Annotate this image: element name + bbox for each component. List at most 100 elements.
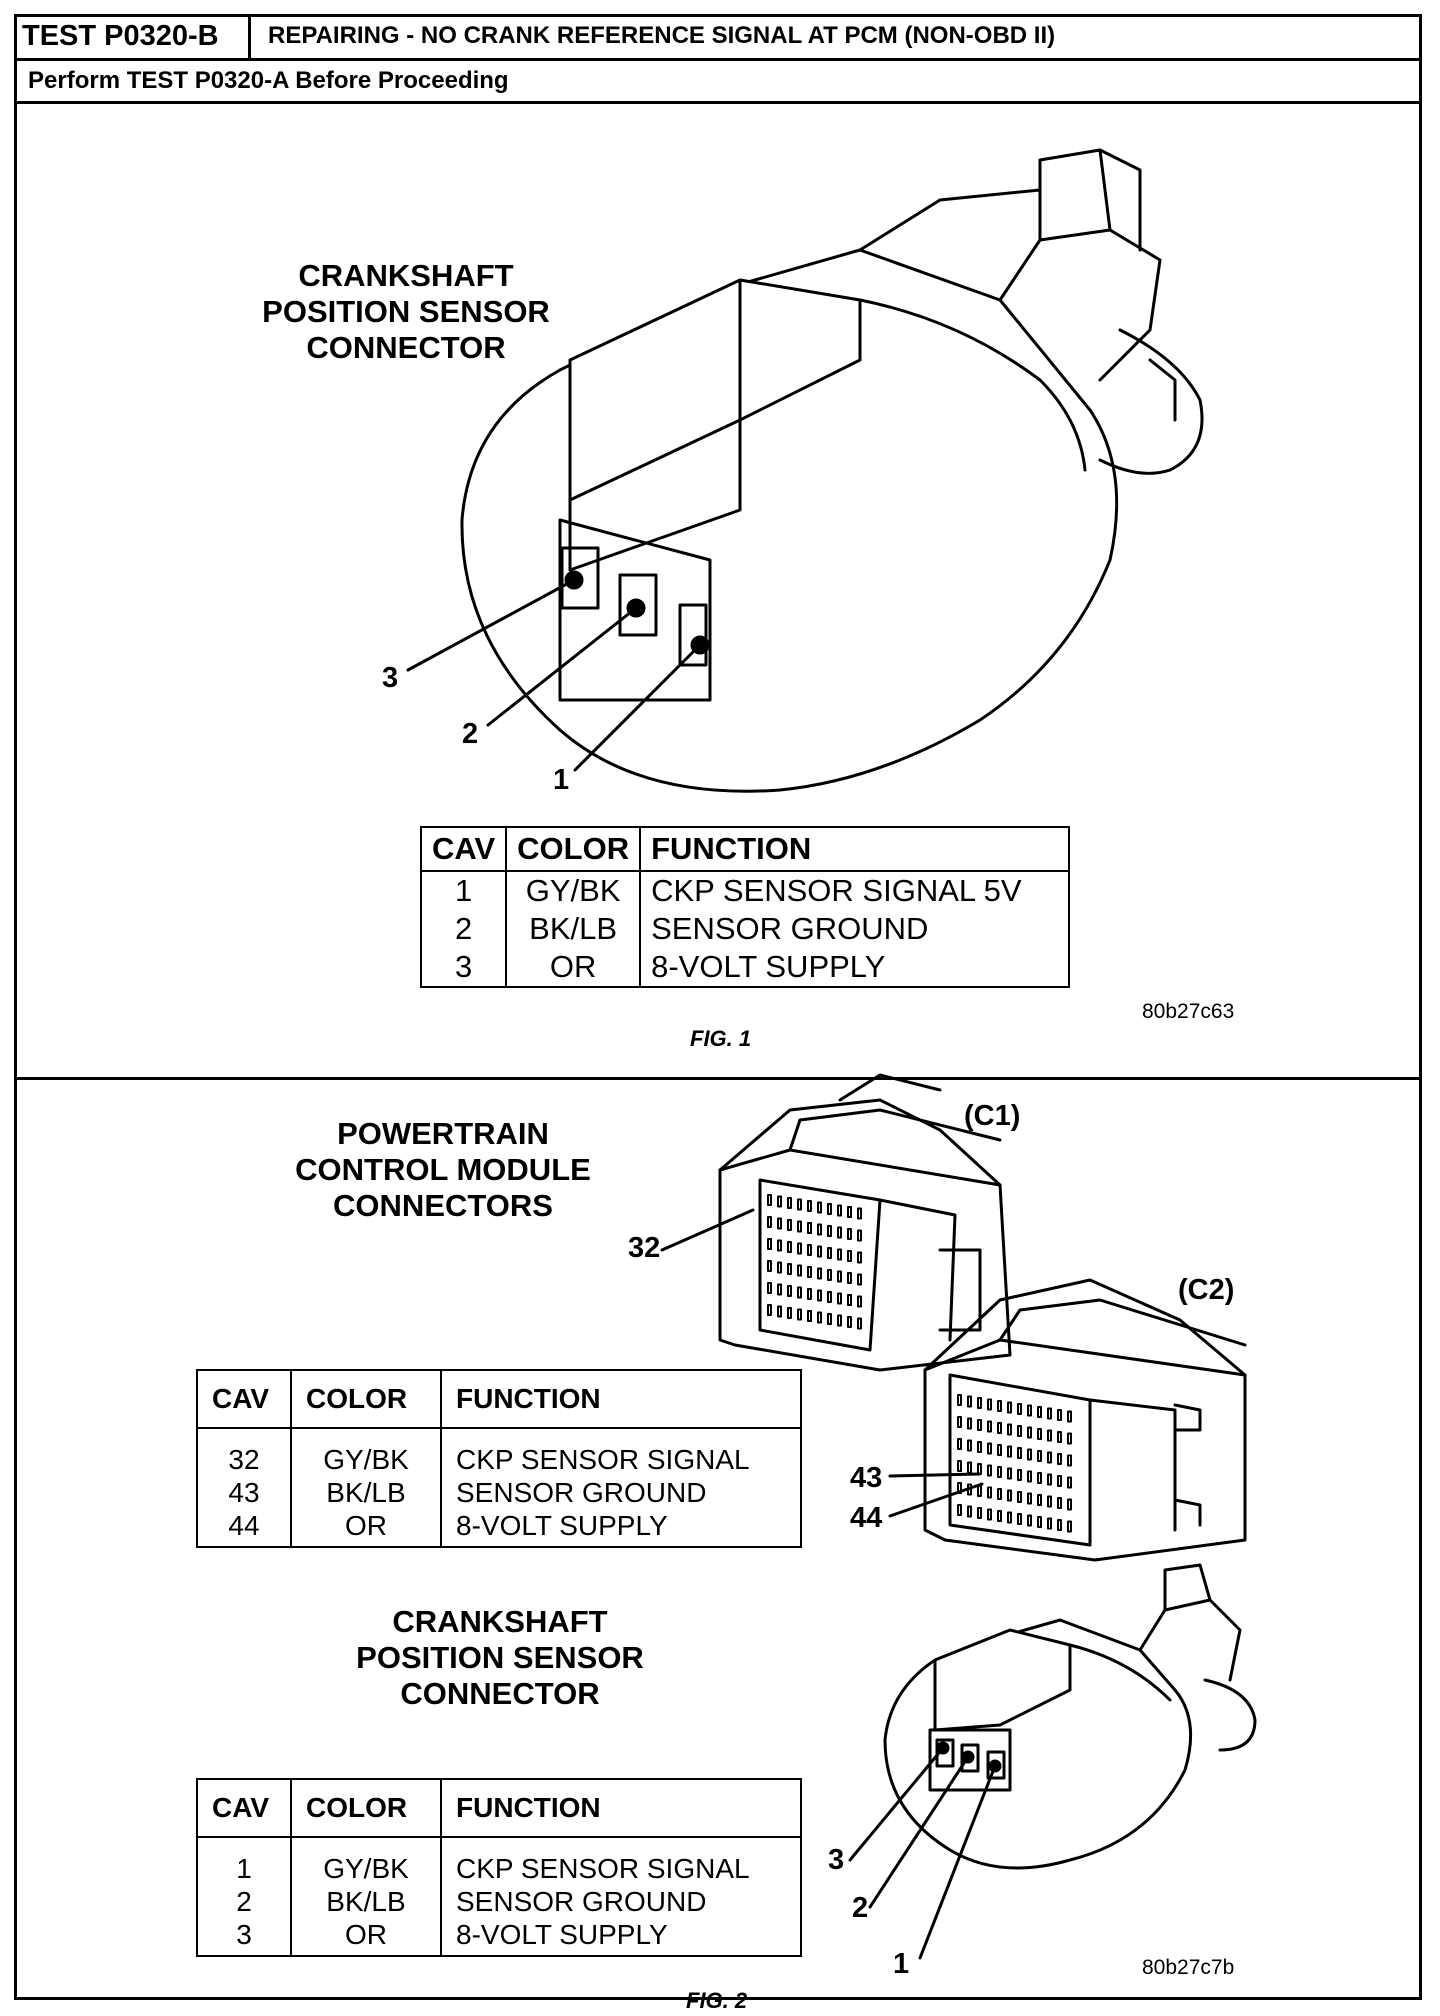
pin-cavity <box>827 1247 832 1259</box>
pcm-connectors-label: POWERTRAIN CONTROL MODULE CONNECTORS <box>243 1116 643 1224</box>
col-header: COLOR <box>290 1370 442 1429</box>
pin-cavity <box>847 1228 852 1240</box>
table-cell: GY/BK <box>505 871 642 910</box>
fig1-connector-label: CRANKSHAFT POSITION SENSOR CONNECTOR <box>206 258 606 366</box>
pin-cavity <box>1007 1511 1012 1524</box>
col-header: FUNCTION <box>440 1779 802 1838</box>
table-cell: 1 <box>419 871 508 910</box>
pin-cavity <box>797 1264 802 1277</box>
col-header: FUNCTION <box>440 1370 802 1429</box>
col-header: CAV <box>419 827 508 872</box>
pin-cavity <box>827 1203 832 1215</box>
pin-cavity <box>1047 1429 1052 1442</box>
pcm-c1-connector-drawing <box>718 1073 1012 1372</box>
fig1-label-line2: POSITION SENSOR <box>262 294 550 329</box>
fig2-pin-2: 2 <box>852 1892 869 1924</box>
pin-cavity <box>967 1395 972 1408</box>
table-cell: 32 <box>196 1428 292 1476</box>
pin-cavity <box>1007 1445 1012 1458</box>
pin-cavity <box>1047 1451 1052 1464</box>
pin-cavity <box>1057 1519 1062 1531</box>
c2-label: (C2) <box>1178 1274 1235 1306</box>
pin-cavity <box>787 1241 792 1253</box>
fig1-pin-1: 1 <box>553 764 570 796</box>
pin-cavity <box>977 1441 982 1453</box>
pin-cavity <box>787 1263 792 1275</box>
pin-cavity <box>987 1442 992 1455</box>
pin-cavity <box>1047 1495 1052 1508</box>
pin-cavity <box>777 1195 782 1208</box>
pin-cavity <box>777 1261 782 1274</box>
pin-cavity <box>857 1251 862 1264</box>
table-cell: 44 <box>196 1509 292 1547</box>
pin-cavity <box>767 1260 772 1272</box>
pin-cavity <box>777 1239 782 1252</box>
pin-cavity <box>777 1305 782 1318</box>
table-cell: GY/BK <box>290 1428 442 1476</box>
pin-cavity <box>787 1197 792 1209</box>
pin-cavity <box>767 1216 772 1228</box>
fig2-ckp-label-line3: CONNECTOR <box>400 1676 600 1711</box>
c1-label: (C1) <box>964 1100 1021 1132</box>
pin-cavity <box>837 1248 842 1261</box>
pin-cavity <box>1027 1404 1032 1417</box>
col-header: CAV <box>196 1370 292 1429</box>
pin-cavity <box>1057 1409 1062 1421</box>
pin-cavity <box>997 1422 1002 1434</box>
table-cell: BK/LB <box>290 1885 442 1918</box>
pin-cavity <box>817 1201 822 1214</box>
pin-cavity <box>847 1316 852 1328</box>
pin-cavity <box>977 1507 982 1519</box>
fig2-ckp-label-line1: CRANKSHAFT <box>392 1604 608 1639</box>
table-cell: BK/LB <box>290 1476 442 1509</box>
table-cell: 8-VOLT SUPPLY <box>639 948 1070 987</box>
pin-cavity <box>767 1194 772 1206</box>
pin-cavity <box>1007 1423 1012 1436</box>
table-cell: SENSOR GROUND <box>440 1885 802 1918</box>
pin-cavity <box>847 1250 852 1262</box>
pin-cavity <box>997 1488 1002 1500</box>
pin-cavity <box>837 1292 842 1305</box>
pin-cavity <box>807 1288 812 1300</box>
fig1-pinout-table: CAV COLOR FUNCTION 1 GY/BK CKP SENSOR SI… <box>419 826 1070 988</box>
pin-cavity <box>827 1313 832 1325</box>
pin-cavity <box>837 1226 842 1239</box>
pin-cavity <box>967 1505 972 1518</box>
pin-cavity <box>857 1273 862 1286</box>
pin-cavity <box>787 1307 792 1319</box>
pin-cavity <box>847 1272 852 1284</box>
pin-cavity <box>857 1207 862 1220</box>
pin-cavity <box>1057 1497 1062 1509</box>
table-cell: BK/LB <box>505 910 642 948</box>
pin-cavity <box>777 1217 782 1230</box>
pin-cavity <box>987 1398 992 1411</box>
pin-cavity <box>787 1285 792 1297</box>
pin-cavity <box>797 1242 802 1255</box>
fig1-caption: FIG. 1 <box>690 1026 752 1051</box>
page-frame <box>14 14 1422 2000</box>
pin-cavity <box>1007 1467 1012 1480</box>
section-divider <box>14 1077 1422 1080</box>
pin-cavity <box>977 1463 982 1475</box>
table-cell: 2 <box>419 910 508 948</box>
pin-cavity <box>1067 1432 1072 1445</box>
fig1-pin-3: 3 <box>382 662 399 694</box>
pin-cavity <box>1017 1447 1022 1459</box>
pin-cavity <box>857 1229 862 1242</box>
pin-cavity <box>837 1314 842 1327</box>
table-cell: CKP SENSOR SIGNAL 5V <box>639 871 1070 910</box>
pin-cavity <box>1037 1428 1042 1440</box>
pin-cavity <box>817 1289 822 1302</box>
pin-cavity <box>957 1438 962 1450</box>
pin-cavity <box>827 1225 832 1237</box>
pin-cavity <box>1037 1516 1042 1528</box>
pin-cavity <box>1047 1517 1052 1530</box>
fig2-ckp-label: CRANKSHAFT POSITION SENSOR CONNECTOR <box>300 1604 700 1712</box>
table-cell: 43 <box>196 1476 292 1509</box>
pin-cavity <box>997 1510 1002 1522</box>
table-cell: 3 <box>196 1918 292 1956</box>
table-cell: 8-VOLT SUPPLY <box>440 1918 802 1956</box>
pin-cavity <box>977 1485 982 1497</box>
pin-cavity <box>957 1504 962 1516</box>
